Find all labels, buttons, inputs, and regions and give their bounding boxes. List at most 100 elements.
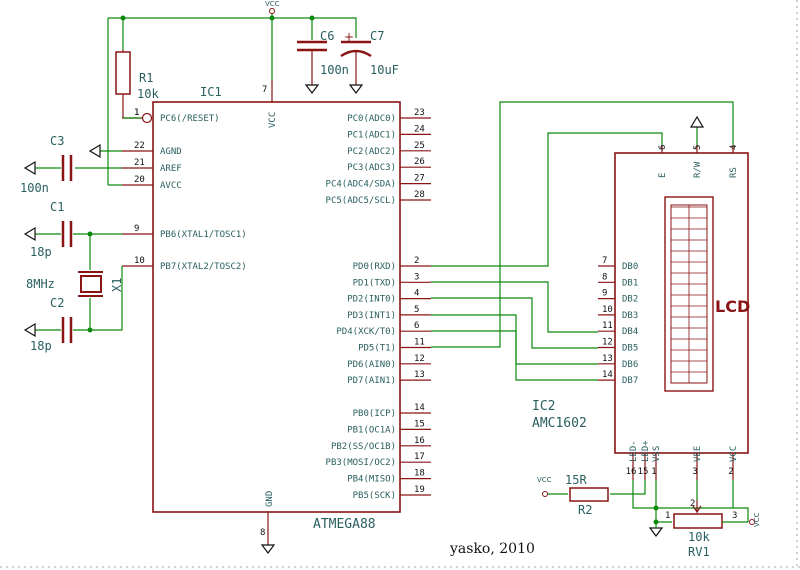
ic1-pin-name: PD7(AIN1) (347, 376, 396, 386)
ic1-pin-name: PB2(SS/OC1B) (331, 442, 396, 452)
ic1-pin-name: AVCC (160, 181, 182, 191)
ic2-pin-num: 7 (602, 256, 607, 266)
ic2-pin-name: DB3 (622, 311, 638, 321)
ic1-pin-name: PB4(MISO) (347, 475, 396, 485)
ic2-pin-num: 11 (602, 321, 613, 331)
ic1-pin-num: 26 (414, 157, 425, 167)
svg-text:+: + (344, 30, 354, 44)
ic1-pin-num: 19 (414, 485, 425, 495)
ic1-pin-name: PD5(T1) (358, 344, 396, 354)
ic1-pin-num: 13 (414, 370, 425, 380)
c2-ref: C2 (50, 296, 64, 310)
ic1-pin-num: 21 (134, 158, 145, 168)
rv1-ref: RV1 (688, 545, 710, 559)
ic1-pin-name: PD0(RXD) (353, 262, 396, 272)
ic2-pin-name: VEE (693, 446, 703, 462)
ic2-pin-num: 12 (602, 338, 613, 348)
ic1-pin-name: PB7(XTAL2/TOSC2) (160, 262, 247, 272)
agnd-ground (88, 143, 101, 159)
ic1-pin-num: 2 (414, 256, 419, 266)
x1-value: 8MHz (26, 277, 55, 291)
ic2-pin-name: DB0 (622, 262, 638, 272)
ic2-pin-num: 3 (692, 467, 697, 477)
ic1-left-pins: 1PC6(/RESET)22AGND21AREF20AVCC9PB6(XTAL1… (122, 108, 247, 272)
ic1-right-pins: 23PC0(ADC0)24PC1(ADC1)25PC2(ADC2)26PC3(A… (326, 108, 431, 501)
ic1-pin-name: PC5(ADC5/SCL) (326, 196, 396, 206)
ic1-pin-num: 10 (134, 256, 145, 266)
r1-ref: R1 (139, 71, 153, 85)
ic2-pin-name: R/W (693, 161, 703, 178)
ic2-pin-name: VSS (652, 446, 662, 462)
ic1-pin-num: 12 (414, 354, 425, 364)
r1-value: 10k (137, 87, 159, 101)
ic1-pin-name: PB1(OC1A) (347, 425, 396, 435)
r1-pin-num: 1 (134, 108, 139, 118)
ic2-body (614, 152, 749, 454)
ic1-pin-name: PB6(XTAL1/TOSC1) (160, 230, 247, 240)
ic2-pin-num: 14 (602, 370, 613, 380)
ic2-pin-name: DB1 (622, 278, 638, 288)
ic2-value: AMC1602 (532, 416, 587, 431)
c1-ref: C1 (50, 200, 64, 214)
ic1-pin-num: 1 (134, 108, 139, 118)
r2-value: 15R (565, 473, 587, 487)
ic1-pin-num: 22 (134, 141, 145, 151)
ic2-pin-name: DB7 (622, 376, 638, 386)
ic1-ground-symbol (260, 544, 276, 554)
c6-ref: C6 (320, 29, 334, 43)
ic1-pin-name: PC6(/RESET) (160, 114, 220, 124)
x1-ref: X1 (110, 278, 124, 292)
r1-body (115, 51, 131, 95)
ic2-pin-num: 6 (658, 145, 668, 150)
ic1-pin-name: PD3(INT1) (347, 311, 396, 321)
ic1-pin-name: PD2(INT0) (347, 295, 396, 305)
ic1-vcc-pin-num: 7 (262, 85, 267, 95)
ic1-pin-num: 27 (414, 174, 425, 184)
ic1-pin-name: PC3(ADC3) (347, 163, 396, 173)
ic2-pin-num: 15 (638, 467, 649, 477)
r2-ref: R2 (578, 503, 592, 517)
r2-body (569, 487, 609, 502)
ic2-pin-name: LED- (629, 440, 639, 462)
ic1-pin-num: 14 (414, 403, 425, 413)
c7-ref: C7 (370, 29, 384, 43)
ic1-pin-num: 24 (414, 124, 425, 134)
vcc-top-symbol: VCC (265, 0, 280, 14)
ic2-pin-num: 8 (602, 272, 607, 282)
ic1-ref: IC1 (200, 85, 222, 99)
ic1-pin-name: PC1(ADC1) (347, 130, 396, 140)
ic2-pin-name: DB5 (622, 344, 638, 354)
ic2-pin-num: 4 (729, 145, 739, 150)
ic2-pin-num: 16 (626, 467, 637, 477)
ic1-pin-name: PD6(AIN0) (347, 360, 396, 370)
rv1-body (673, 513, 723, 529)
ic2-pin-name: E (658, 173, 668, 178)
ic2-pin-num: 10 (602, 305, 613, 315)
ic1-pin-name: PC4(ADC4/SDA) (326, 180, 396, 190)
ic2-pin-name: DB2 (622, 295, 638, 305)
c6-value: 100n (320, 63, 349, 77)
ic1-pin-name: PC0(ADC0) (347, 114, 396, 124)
ic1-value: ATMEGA88 (313, 517, 376, 532)
ic1-pin-num: 18 (414, 469, 425, 479)
rw-ground (689, 115, 705, 128)
ic2-pin-name: LED+ (641, 440, 651, 462)
ic2-ref: IC2 (532, 399, 555, 414)
ic2-pin-name: DB4 (622, 327, 638, 337)
ic1-pin-num: 6 (414, 321, 419, 331)
ic1-pin-name: PB5(SCK) (353, 491, 396, 501)
lcd-label: LCD (715, 297, 750, 316)
ic1-gnd-pin-name: GND (265, 491, 275, 507)
rv1-value: 10k (688, 530, 710, 544)
author-credit: yasko, 2010 (449, 541, 535, 557)
c2-value: 18p (30, 339, 52, 353)
ic1-pin-num: 3 (414, 272, 419, 282)
rv1-vcc-symbol: VCC (749, 512, 761, 527)
ic1-pin-num: 25 (414, 141, 425, 151)
c7-value: 10uF (370, 63, 399, 77)
c3-ref: C3 (50, 134, 64, 148)
